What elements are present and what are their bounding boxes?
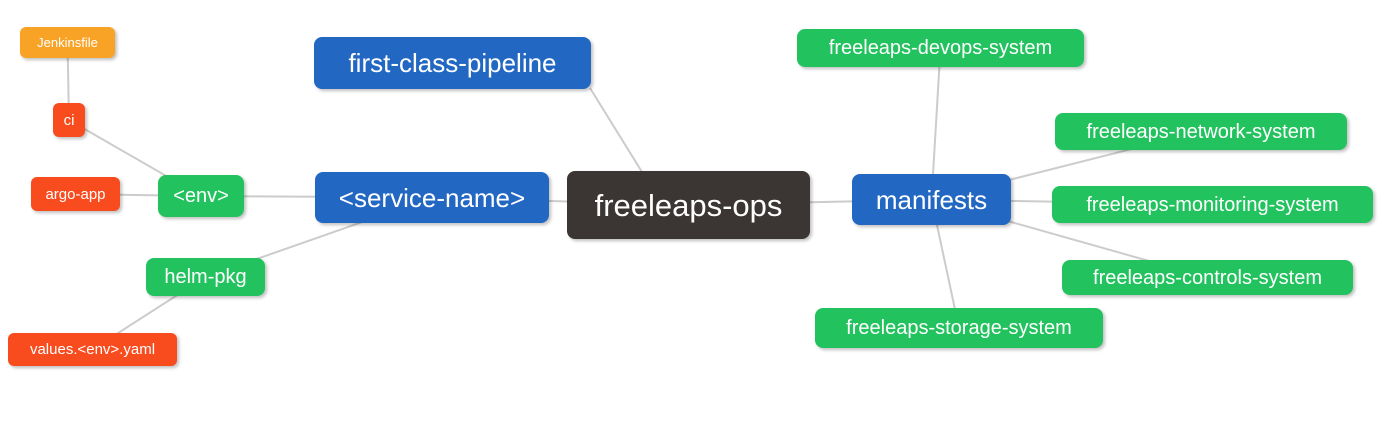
node-service-name[interactable]: <service-name> (315, 172, 549, 223)
node-manifests[interactable]: manifests (852, 174, 1011, 225)
node-freeleaps-devops-system[interactable]: freeleaps-devops-system (797, 29, 1084, 67)
node-label: freeleaps-devops-system (828, 37, 1053, 59)
node-label: argo-app (45, 185, 106, 203)
node-first-class-pipeline[interactable]: first-class-pipeline (314, 37, 591, 89)
node-label: <service-name> (338, 182, 526, 213)
node-ci[interactable]: ci (53, 103, 85, 137)
node-freeleaps-controls-system[interactable]: freeleaps-controls-system (1062, 260, 1353, 295)
node-freeleaps-ops[interactable]: freeleaps-ops (567, 171, 810, 239)
node-freeleaps-monitoring-system[interactable]: freeleaps-monitoring-system (1052, 186, 1373, 223)
node-label: <env> (173, 185, 229, 207)
edge-first-class-pipeline--freeleaps-ops (589, 87, 643, 173)
node-label: ci (63, 111, 75, 129)
node-jenkinsfile[interactable]: Jenkinsfile (20, 27, 115, 58)
node-label: freeleaps-monitoring-system (1086, 193, 1339, 216)
node-helm-pkg[interactable]: helm-pkg (146, 258, 265, 296)
node-label: freeleaps-ops (594, 187, 783, 223)
node-freeleaps-network-system[interactable]: freeleaps-network-system (1055, 113, 1347, 150)
node-env[interactable]: <env> (158, 175, 244, 217)
node-label: manifests (875, 184, 988, 215)
node-label: values.<env>.yaml (29, 341, 156, 358)
node-argo-app[interactable]: argo-app (31, 177, 120, 211)
node-label: freeleaps-controls-system (1093, 266, 1322, 289)
node-label: freeleaps-storage-system (846, 317, 1072, 339)
node-label: freeleaps-network-system (1086, 120, 1316, 143)
node-freeleaps-storage-system[interactable]: freeleaps-storage-system (815, 308, 1103, 348)
node-label: first-class-pipeline (348, 48, 557, 78)
node-values-env-yaml[interactable]: values.<env>.yaml (8, 333, 177, 366)
node-label: Jenkinsfile (37, 35, 98, 50)
node-label: helm-pkg (164, 266, 247, 288)
